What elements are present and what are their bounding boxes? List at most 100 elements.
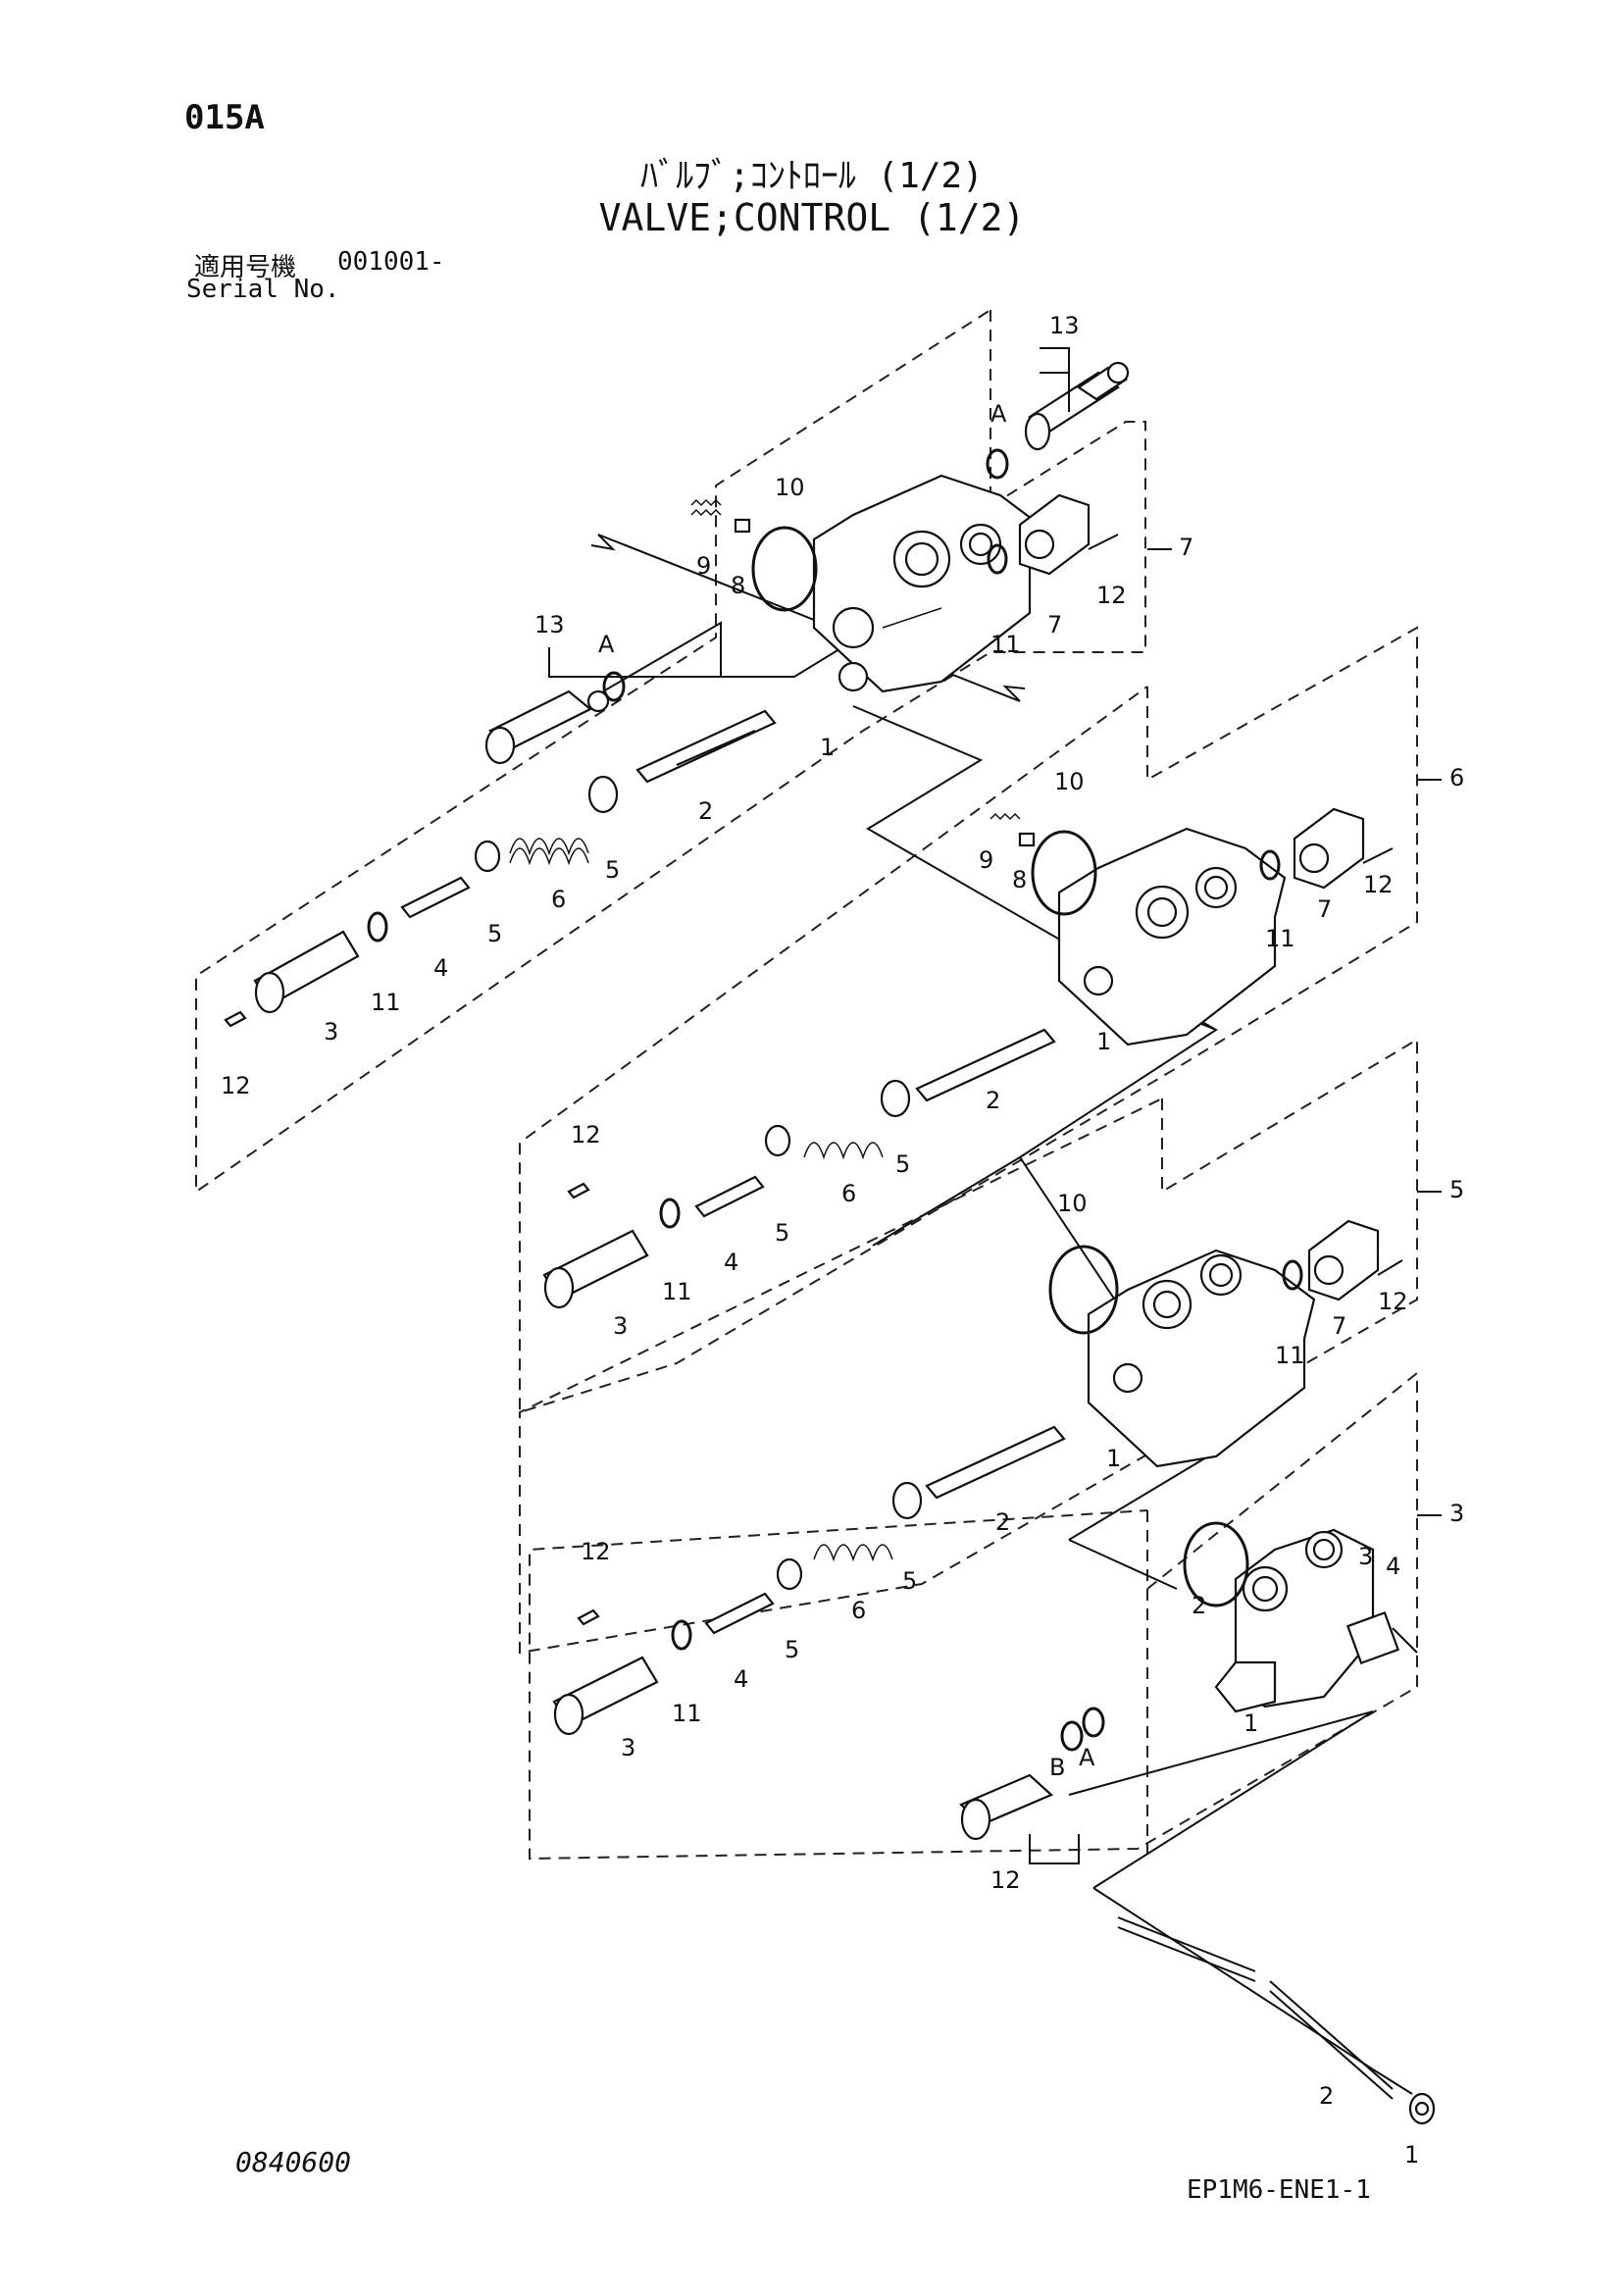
oring-10-top: [751, 526, 818, 612]
oring-11-second-left: [659, 1198, 681, 1229]
label-2-top: 2: [698, 797, 713, 825]
label-6-top: 6: [551, 886, 566, 913]
spring-9-second: [990, 812, 1021, 821]
spring-6-top: [509, 838, 589, 866]
valve-body-top: [812, 474, 1041, 693]
label-6-third: 6: [851, 1597, 866, 1624]
plug-8-second: [1018, 832, 1036, 847]
label-7-top: 7: [1047, 611, 1062, 638]
label-5-second-a: 5: [895, 1150, 910, 1178]
part-number-labels: 7 6 5 3 13 A 10 9 8 12 7 11 13 A 1 2 5 6…: [221, 312, 1464, 2168]
label-3-third: 3: [621, 1734, 635, 1761]
cover-7-second: [1293, 807, 1394, 890]
label-5-top-a: 5: [605, 856, 620, 884]
label-12-third-left: 12: [581, 1538, 611, 1565]
label-7-second: 7: [1317, 895, 1332, 923]
label-a-top: A: [990, 400, 1007, 428]
retainer-5-top-a: [587, 775, 619, 814]
label-5-second-b: 5: [775, 1219, 789, 1247]
spring-9-top: [690, 498, 722, 517]
fourth-assembly: [958, 1521, 1418, 1841]
oring-11-top-right: [987, 543, 1008, 575]
retainer-5-third-b: [776, 1557, 803, 1591]
label-4-top: 4: [433, 954, 448, 982]
label-4-second: 4: [724, 1249, 738, 1276]
spool-2-third: [925, 1425, 1066, 1500]
label-1-fourth: 1: [1243, 1709, 1258, 1737]
label-3-fourth: 3: [1358, 1543, 1373, 1570]
cap-3-top: [253, 930, 360, 1014]
oring-a-top: [986, 448, 1009, 480]
serial-label: Serial No.: [186, 275, 340, 304]
label-12-second-right: 12: [1363, 871, 1394, 898]
inlet-body: [1214, 1528, 1375, 1713]
label-2-second: 2: [986, 1087, 1000, 1114]
serial-label-japanese: 適用号機: [194, 253, 297, 282]
oring-a-left: [602, 671, 626, 702]
oring-a-fourth: [1082, 1707, 1105, 1738]
label-11-third-left: 11: [672, 1700, 702, 1727]
label-1-nut: 1: [1404, 2141, 1419, 2168]
oring-11-top-left: [367, 911, 388, 943]
oring-2-fourth: [1183, 1521, 1249, 1607]
label-7-third: 7: [1332, 1312, 1346, 1340]
label-b: B: [1049, 1754, 1065, 1781]
screw-12-third: [577, 1608, 600, 1626]
label-3-second: 3: [613, 1312, 628, 1340]
label-5-third-b: 5: [785, 1636, 799, 1663]
label-11-top-left: 11: [371, 989, 401, 1016]
label-12-top-left: 12: [221, 1072, 251, 1099]
label-12-third-right: 12: [1378, 1288, 1408, 1315]
bolt-4-third: [704, 1592, 775, 1635]
label-12-fourth: 12: [990, 1866, 1021, 1894]
label-2-tie-rod: 2: [1319, 2082, 1334, 2110]
second-assembly: [542, 807, 1394, 1309]
boundary-fourth: [529, 1370, 1418, 1861]
label-1-second: 1: [1096, 1028, 1111, 1055]
bolt-4-top: [400, 876, 471, 919]
label-2-fourth: 2: [1192, 1592, 1206, 1619]
label-6-second: 6: [841, 1180, 856, 1207]
callout-brackets: [548, 347, 1442, 1864]
oring-10-second: [1031, 830, 1097, 916]
plug-8-top: [734, 518, 751, 534]
oring-11-third-left: [671, 1619, 692, 1651]
bolt-4-second: [694, 1175, 765, 1218]
callout-fourth: 3: [1449, 1500, 1464, 1527]
callout-top: 7: [1179, 534, 1193, 561]
screw-12-top: [224, 1010, 247, 1028]
drawing-number: 0840600: [235, 2146, 352, 2178]
label-8-second: 8: [1012, 866, 1027, 893]
cover-7-third: [1307, 1219, 1403, 1301]
label-10-top: 10: [775, 474, 805, 501]
label-11-second-left: 11: [662, 1278, 692, 1305]
plate-3-fourth: [1345, 1610, 1400, 1665]
callout-third: 5: [1449, 1176, 1464, 1203]
oring-b: [1060, 1720, 1084, 1752]
oring-11-second-right: [1259, 849, 1281, 881]
label-9-second: 9: [979, 846, 993, 874]
top-assembly: [224, 361, 1130, 1028]
label-a-fourth: A: [1079, 1744, 1095, 1771]
tie-rod-assembly: [1117, 1916, 1436, 2125]
assembly-boundaries: [195, 309, 1418, 1861]
cap-3-second: [542, 1229, 649, 1309]
label-12-top-right: 12: [1096, 582, 1127, 609]
third-assembly: [552, 1219, 1403, 1736]
spring-6-second: [803, 1142, 884, 1160]
label-a-left: A: [598, 631, 615, 658]
boundary-third: [519, 1038, 1418, 1655]
label-4-third: 4: [734, 1665, 748, 1693]
relief-valve-top-right: [1024, 361, 1130, 451]
retainer-5-second-b: [764, 1124, 791, 1157]
label-1-third: 1: [1106, 1445, 1121, 1472]
spring-6-third: [813, 1544, 893, 1562]
boundary-second: [519, 626, 1418, 1414]
label-5-third-a: 5: [902, 1567, 917, 1595]
label-11-third-right: 11: [1275, 1342, 1305, 1369]
retainer-5-third-a: [891, 1481, 923, 1520]
label-9-top: 9: [696, 552, 711, 580]
label-10-third: 10: [1057, 1190, 1088, 1217]
retainer-5-second-a: [880, 1079, 911, 1118]
